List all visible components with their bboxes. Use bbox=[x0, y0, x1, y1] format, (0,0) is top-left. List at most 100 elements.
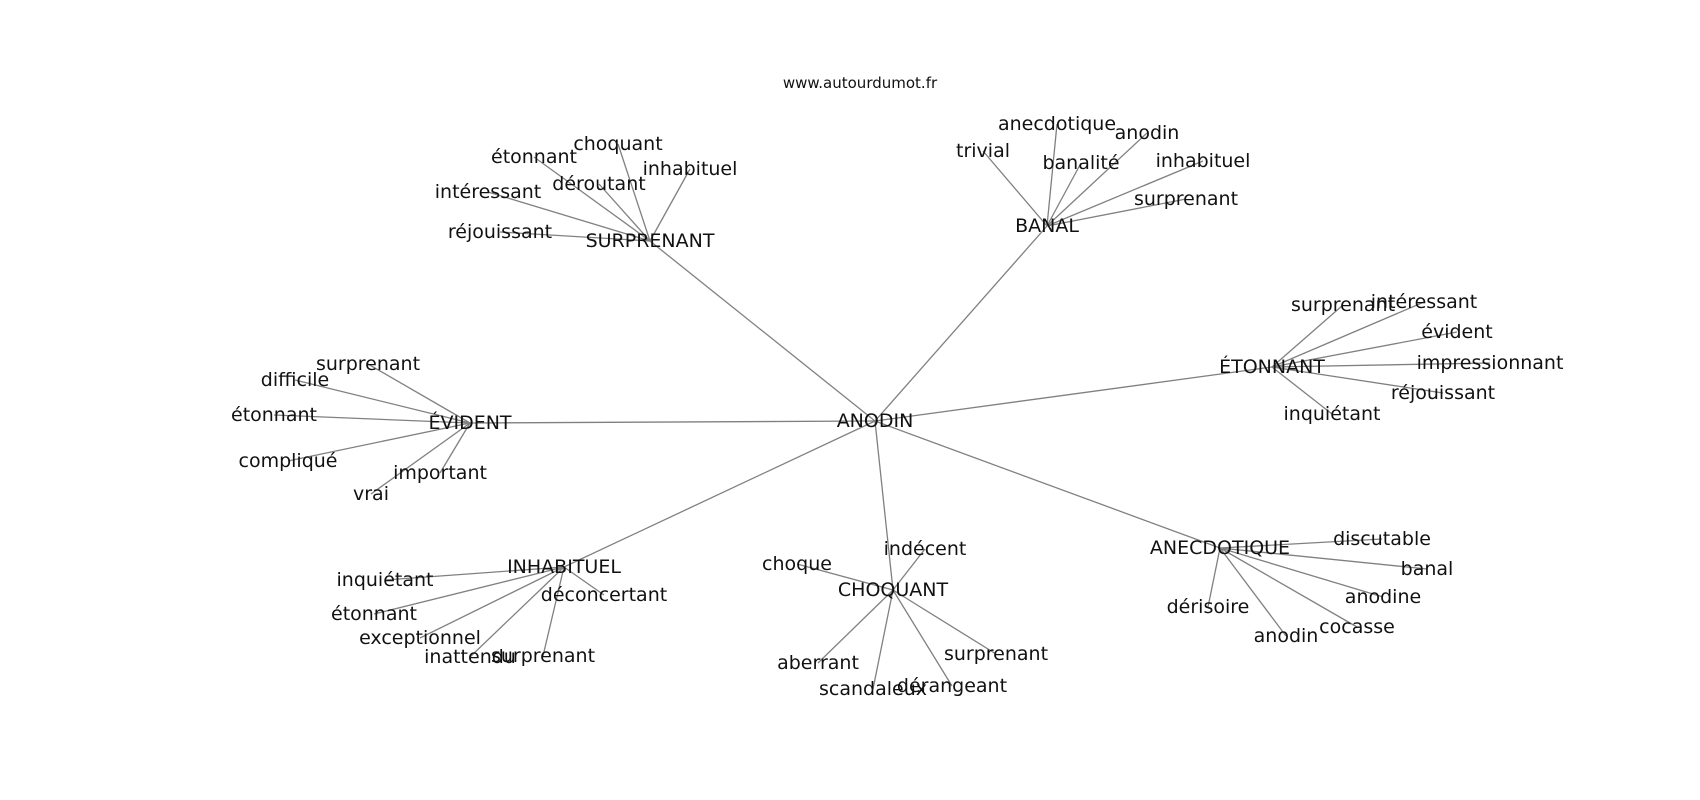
leaf-node-evident-2: étonnant bbox=[231, 404, 317, 426]
leaf-node-surprenant-3: intéressant bbox=[435, 181, 541, 203]
leaf-node-choquant-0: indécent bbox=[884, 538, 967, 560]
edge-banal-leaf-2 bbox=[1046, 132, 1148, 227]
edge-center-evident bbox=[469, 420, 876, 424]
edge-anecdotique-leaf-5 bbox=[1219, 547, 1287, 637]
leaf-node-choquant-3: surprenant bbox=[944, 643, 1048, 665]
edges-layer bbox=[273, 123, 1491, 690]
leaf-node-inhabituel-2: étonnant bbox=[331, 603, 417, 625]
edge-anecdotique-leaf-2 bbox=[1219, 547, 1384, 598]
edge-evident-leaf-4 bbox=[439, 422, 471, 474]
edge-choquant-leaf-5 bbox=[872, 589, 894, 690]
edge-etonnant-leaf-3 bbox=[1271, 362, 1491, 368]
hub-node-evident: ÉVIDENT bbox=[428, 411, 511, 434]
edge-evident-leaf-2 bbox=[273, 414, 471, 424]
leaf-node-banal-4: inhabituel bbox=[1156, 150, 1251, 172]
leaf-node-anecdotique-2: anodine bbox=[1345, 586, 1421, 608]
edge-evident-leaf-3 bbox=[287, 422, 471, 462]
leaf-node-anecdotique-4: cocasse bbox=[1319, 616, 1395, 638]
leaf-node-banal-5: surprenant bbox=[1134, 188, 1238, 210]
edge-banal-leaf-0 bbox=[1046, 123, 1058, 227]
leaf-node-choquant-2: aberrant bbox=[777, 652, 859, 674]
edge-center-etonnant bbox=[874, 366, 1273, 422]
edge-anecdotique-leaf-0 bbox=[1219, 538, 1383, 549]
leaf-node-etonnant-5: inquiétant bbox=[1284, 403, 1381, 425]
edge-anecdotique-leaf-1 bbox=[1219, 547, 1428, 570]
leaf-node-inhabituel-0: inquiétant bbox=[337, 569, 434, 591]
leaf-node-choquant-4: dérangeant bbox=[897, 675, 1007, 697]
leaf-node-surprenant-5: réjouissant bbox=[448, 221, 552, 243]
leaf-node-etonnant-3: impressionnant bbox=[1417, 352, 1564, 374]
edge-center-banal bbox=[874, 225, 1048, 422]
edge-inhabituel-leaf-0 bbox=[384, 566, 565, 581]
edge-banal-leaf-5 bbox=[1046, 198, 1187, 227]
edge-banal-leaf-4 bbox=[1046, 160, 1204, 227]
leaf-node-evident-4: important bbox=[393, 462, 487, 484]
edge-choquant-leaf-1 bbox=[796, 563, 894, 591]
hub-node-etonnant: ÉTONNANT bbox=[1219, 355, 1325, 378]
leaf-node-inhabituel-5: surprenant bbox=[491, 645, 595, 667]
edge-etonnant-leaf-1 bbox=[1271, 301, 1425, 368]
leaf-node-etonnant-4: réjouissant bbox=[1391, 382, 1495, 404]
leaf-node-anecdotique-5: anodin bbox=[1254, 625, 1319, 647]
leaf-node-anecdotique-3: dérisoire bbox=[1167, 596, 1250, 618]
hub-node-surprenant: SURPRENANT bbox=[586, 230, 715, 252]
leaf-node-etonnant-0: surprenant bbox=[1291, 294, 1395, 316]
edge-etonnant-leaf-0 bbox=[1271, 304, 1344, 368]
leaf-node-evident-0: surprenant bbox=[316, 353, 420, 375]
edge-anecdotique-leaf-3 bbox=[1207, 547, 1221, 608]
edge-etonnant-leaf-5 bbox=[1271, 366, 1333, 415]
edge-evident-leaf-0 bbox=[367, 363, 471, 424]
site-credit: www.autourdumot.fr bbox=[783, 74, 938, 92]
hub-node-inhabituel: INHABITUEL bbox=[507, 556, 621, 578]
center-node-label: ANODIN bbox=[837, 410, 914, 432]
edge-center-inhabituel bbox=[563, 420, 876, 568]
leaf-node-evident-5: vrai bbox=[353, 483, 389, 505]
edge-etonnant-leaf-2 bbox=[1271, 331, 1458, 368]
leaf-node-choquant-5: scandaleux bbox=[819, 678, 927, 700]
leaf-node-banal-0: anecdotique bbox=[998, 113, 1116, 135]
leaf-node-banal-1: trivial bbox=[956, 140, 1010, 162]
edge-inhabituel-leaf-1 bbox=[563, 566, 605, 596]
labels-layer: ANODINSURPRENANTétonnantchoquantinhabitu… bbox=[231, 113, 1563, 700]
leaf-node-inhabituel-3: exceptionnel bbox=[359, 627, 481, 649]
edge-banal-leaf-1 bbox=[982, 150, 1048, 227]
leaf-node-surprenant-0: étonnant bbox=[491, 146, 577, 168]
leaf-node-inhabituel-1: déconcertant bbox=[541, 584, 667, 606]
edge-surprenant-leaf-2 bbox=[649, 168, 691, 242]
hub-node-anecdotique: ANECDOTIQUE bbox=[1150, 537, 1290, 559]
leaf-node-evident-3: compliqué bbox=[239, 450, 338, 472]
edge-choquant-leaf-2 bbox=[817, 589, 894, 664]
edge-surprenant-leaf-3 bbox=[487, 191, 651, 242]
edge-inhabituel-leaf-4 bbox=[469, 566, 565, 658]
edge-choquant-leaf-3 bbox=[892, 589, 997, 655]
leaf-node-inhabituel-4: inattendu bbox=[424, 646, 516, 668]
edge-center-surprenant bbox=[649, 240, 876, 422]
edge-etonnant-leaf-4 bbox=[1271, 366, 1444, 394]
edge-surprenant-leaf-4 bbox=[598, 183, 651, 242]
edge-inhabituel-leaf-2 bbox=[373, 566, 565, 615]
edge-surprenant-leaf-0 bbox=[533, 156, 651, 242]
edge-evident-leaf-1 bbox=[294, 379, 471, 424]
leaf-node-choquant-1: choque bbox=[762, 553, 832, 575]
leaf-node-surprenant-1: choquant bbox=[573, 133, 662, 155]
leaf-node-anecdotique-0: discutable bbox=[1333, 528, 1431, 550]
edge-banal-leaf-3 bbox=[1046, 162, 1082, 227]
hub-node-choquant: CHOQUANT bbox=[838, 579, 949, 601]
hub-node-banal: BANAL bbox=[1015, 215, 1079, 237]
edge-center-choquant bbox=[874, 420, 894, 591]
leaf-node-banal-3: banalité bbox=[1042, 152, 1119, 174]
leaf-node-evident-1: difficile bbox=[261, 369, 329, 391]
edge-choquant-leaf-0 bbox=[892, 548, 926, 591]
edge-surprenant-leaf-1 bbox=[617, 143, 651, 242]
leaf-node-surprenant-4: déroutant bbox=[552, 173, 645, 195]
leaf-node-etonnant-1: intéressant bbox=[1371, 291, 1477, 313]
leaf-node-anecdotique-1: banal bbox=[1401, 558, 1454, 580]
edge-inhabituel-leaf-3 bbox=[419, 566, 565, 639]
edge-evident-leaf-5 bbox=[370, 422, 471, 495]
edge-center-anecdotique bbox=[874, 420, 1221, 549]
edge-anecdotique-leaf-4 bbox=[1219, 547, 1358, 628]
leaf-node-surprenant-2: inhabituel bbox=[643, 158, 738, 180]
edge-surprenant-leaf-5 bbox=[499, 231, 651, 242]
leaf-node-etonnant-2: évident bbox=[1421, 321, 1492, 343]
